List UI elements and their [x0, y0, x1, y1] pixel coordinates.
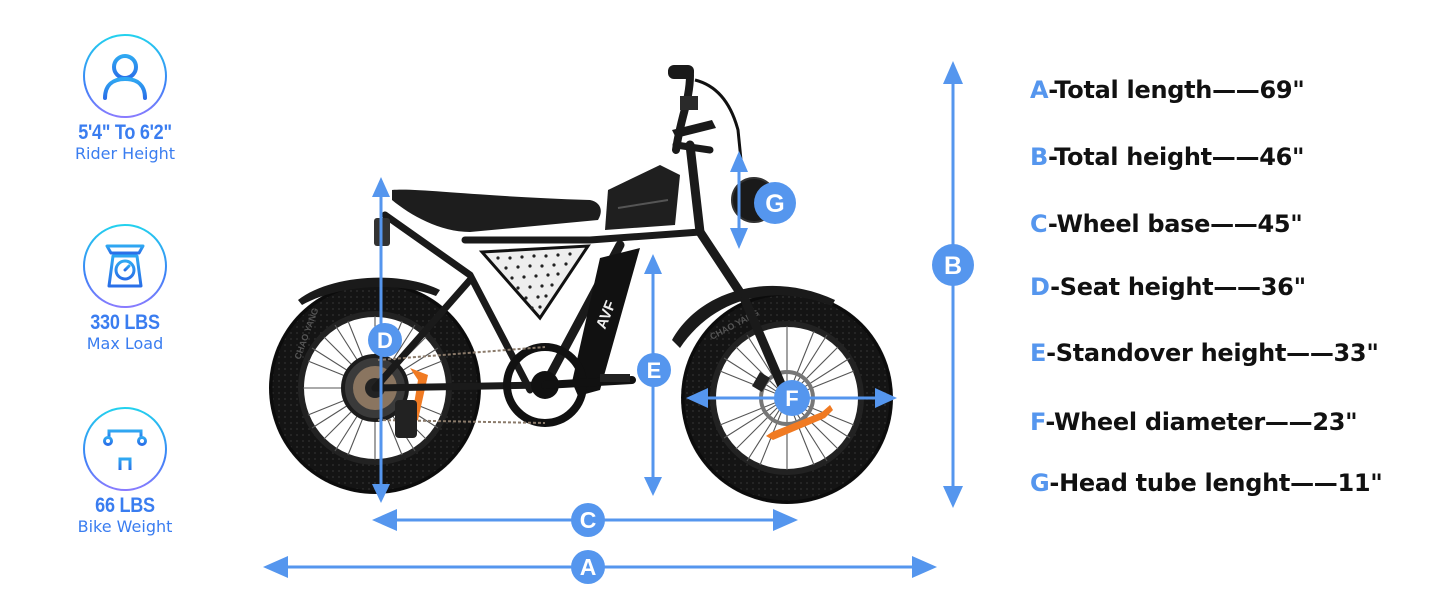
stat-rider-height: 5'4" To 6'2" Rider Height — [40, 34, 210, 164]
svg-text:G: G — [765, 190, 784, 218]
icon-ring — [83, 34, 167, 118]
rear-fender — [298, 277, 440, 305]
spec-letter: E — [1030, 339, 1047, 367]
icon-ring — [83, 224, 167, 308]
spec-value: 11" — [1337, 469, 1383, 497]
svg-text:D: D — [377, 328, 393, 353]
frame-bag — [605, 165, 680, 230]
brake-cable — [694, 78, 744, 171]
rear-reflector — [406, 368, 428, 428]
scale-icon — [105, 244, 145, 288]
spec-letter: D — [1030, 273, 1051, 301]
badge-f: F — [774, 380, 810, 416]
stat-label: Max Load — [86, 334, 164, 353]
badge-a: A — [571, 550, 605, 584]
derailleur — [395, 400, 417, 438]
pedal — [600, 374, 630, 382]
frame — [371, 140, 792, 403]
spec-name: -Head tube lenght — [1049, 469, 1291, 497]
person-icon — [103, 54, 147, 100]
spec-name: -Wheel base — [1047, 210, 1211, 238]
badge-d: D — [368, 323, 402, 357]
spec-value: 36" — [1260, 273, 1306, 301]
spec-total-height: B-Total height——46" — [1030, 143, 1305, 171]
spec-dash: —— — [1264, 408, 1313, 436]
svg-text:E: E — [647, 358, 662, 383]
svg-text:C: C — [580, 507, 597, 533]
stat-label: Rider Height — [74, 144, 176, 163]
spec-dash: —— — [1213, 273, 1261, 301]
stat-value: 66 LBS — [95, 494, 155, 517]
badge-g: G — [754, 182, 796, 224]
spec-name: -Total height — [1048, 143, 1212, 171]
battery — [572, 248, 640, 396]
svg-text:B: B — [944, 252, 962, 280]
spec-value: 69" — [1259, 76, 1305, 104]
badge-e: E — [637, 353, 671, 387]
spec-total-length: A-Total length——69" — [1030, 76, 1305, 104]
spec-value: 46" — [1259, 143, 1305, 171]
svg-text:F: F — [785, 386, 798, 411]
spec-name: -Seat height — [1050, 273, 1214, 301]
front-fender — [672, 285, 835, 348]
grip — [668, 65, 694, 79]
handlebar — [672, 71, 694, 154]
arrow-d-up — [372, 177, 390, 197]
badge-b: B — [932, 244, 974, 286]
spec-seat-height: D-Seat height——36" — [1030, 273, 1306, 301]
spec-value: 33" — [1333, 339, 1379, 367]
seat — [392, 189, 601, 232]
chain — [377, 346, 546, 361]
spec-dash: —— — [1211, 143, 1260, 171]
stat-bike-weight: 66 LBS Bike Weight — [40, 407, 210, 537]
spec-wheel-diameter: F-Wheel diameter——23" — [1030, 408, 1358, 436]
spec-name: -Total length — [1048, 76, 1213, 104]
stat-max-load: 330 LBS Max Load — [40, 224, 210, 354]
spec-letter: C — [1030, 210, 1048, 238]
spec-name: -Standover height — [1046, 339, 1287, 367]
brake-lever — [672, 120, 716, 138]
stat-value: 330 LBS — [90, 311, 160, 334]
arrow-d-down — [372, 484, 390, 503]
spec-value: 45" — [1257, 210, 1303, 238]
spec-letter: B — [1030, 143, 1048, 171]
spec-letter: F — [1030, 408, 1046, 436]
spec-letter: G — [1030, 469, 1050, 497]
front-reflector — [766, 405, 833, 440]
spec-name: -Wheel diameter — [1045, 408, 1265, 436]
badge-c: C — [571, 503, 605, 537]
spec-dash: —— — [1212, 76, 1260, 104]
bike-stand-icon — [103, 429, 147, 472]
stat-value: 5'4" To 6'2" — [78, 121, 172, 144]
spec-head-tube-length: G-Head tube lenght——11" — [1030, 469, 1383, 497]
spec-value: 23" — [1312, 408, 1358, 436]
spec-dash: —— — [1290, 469, 1338, 497]
spec-standover-height: E-Standover height——33" — [1030, 339, 1379, 367]
spec-wheel-base: C-Wheel base——45" — [1030, 210, 1303, 238]
icon-ring — [83, 407, 167, 491]
spec-dash: —— — [1286, 339, 1334, 367]
spec-dash: —— — [1210, 210, 1258, 238]
spec-letter: A — [1030, 76, 1049, 104]
svg-text:A: A — [580, 554, 597, 580]
display — [680, 96, 698, 110]
side-panel — [478, 244, 591, 321]
side-panel-dots — [496, 252, 572, 310]
stat-label: Bike Weight — [77, 517, 173, 536]
